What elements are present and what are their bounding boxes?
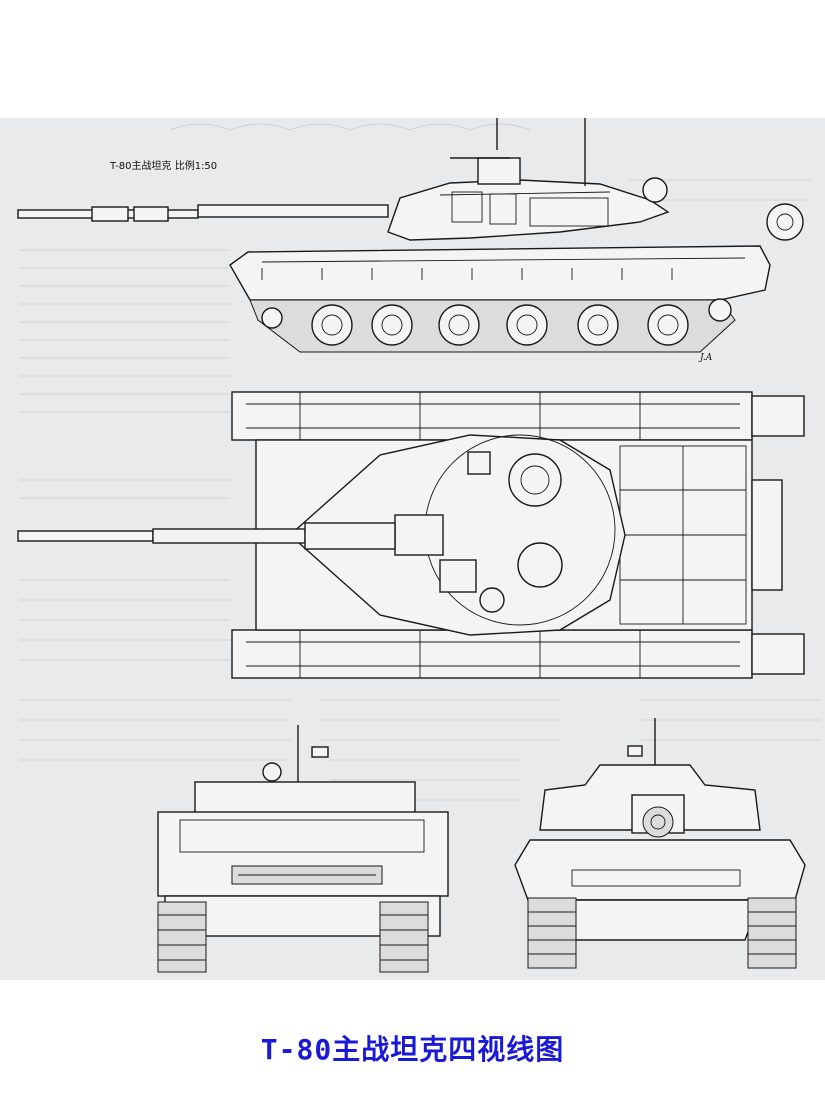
front-view (514, 718, 806, 969)
top-view (17, 391, 805, 679)
side-view (17, 118, 804, 353)
drawing-sheet: J.A (0, 118, 825, 980)
scale-label: T-80主战坦克 比例1:50 (110, 161, 218, 172)
background-text (20, 123, 820, 801)
tank-blueprint: J.A (17, 118, 820, 973)
figure-caption: T-80主战坦克四视线图 (260, 1033, 565, 1066)
rear-view (157, 725, 449, 973)
signature: J.A (698, 353, 713, 363)
